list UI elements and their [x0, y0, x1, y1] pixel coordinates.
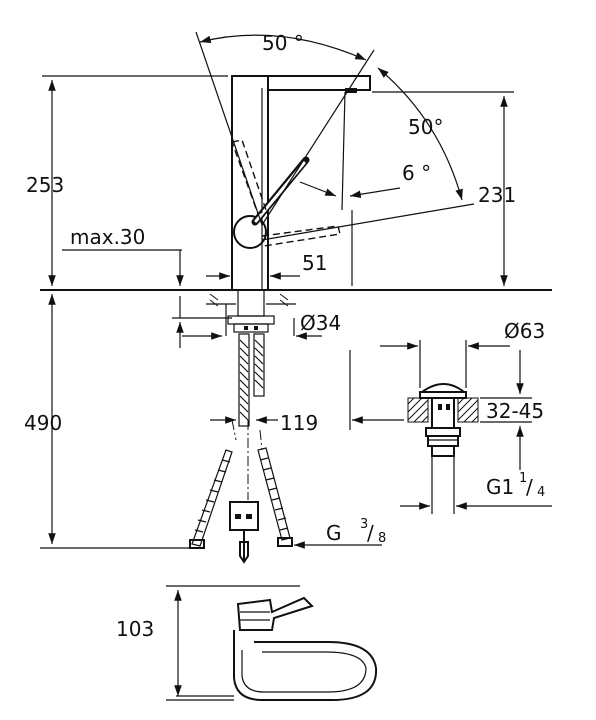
height-total-label: 253 [26, 173, 64, 197]
lever-height-label: 103 [116, 617, 154, 641]
hose-thread-slash: / [367, 521, 374, 545]
dimension-51 [206, 210, 353, 286]
max-thickness-label: max.30 [70, 225, 145, 249]
faucet-body [40, 75, 552, 291]
waste-thread-label: G1 [486, 475, 514, 499]
waste-thread-denominator: 4 [537, 485, 545, 500]
hose-thread-label: G [326, 521, 342, 545]
dimension-103 [166, 585, 300, 701]
lever-side-view [176, 596, 378, 701]
hoses [189, 333, 293, 564]
mounting-shank [182, 289, 322, 340]
angle-top-label: 50 ° [262, 31, 304, 55]
angle-small-label: 6 ° [402, 161, 431, 185]
base-diameter-label: Ø34 [300, 311, 341, 335]
height-spout-label: 231 [478, 183, 516, 207]
angle-right-label: 50° [408, 115, 443, 139]
spout-reach-label: 51 [302, 251, 327, 275]
dimension-max30 [62, 249, 232, 348]
dimension-231 [372, 91, 514, 286]
hose-length-label: 490 [24, 411, 62, 435]
waste-diameter-label: Ø63 [504, 319, 545, 343]
dimension-waste [349, 340, 552, 510]
waste-fitting [407, 383, 479, 514]
waste-thread-slash: / [526, 475, 533, 499]
dimension-490 [40, 294, 192, 549]
counter-range-label: 32-45 [486, 399, 544, 423]
hose-spacing-label: 119 [280, 411, 318, 435]
hose-thread-numerator: 3 [360, 517, 368, 532]
angle-guides [195, 31, 475, 241]
waste-thread-numerator: 1 [519, 471, 527, 486]
hose-thread-denominator: 8 [378, 531, 386, 546]
dimension-253 [42, 75, 228, 286]
